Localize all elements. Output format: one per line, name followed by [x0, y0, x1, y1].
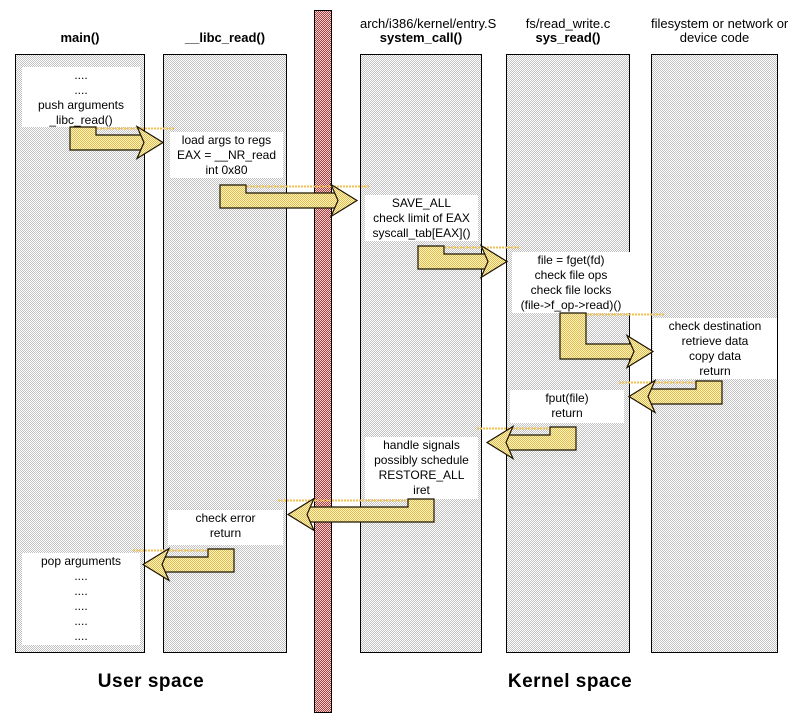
step-line: iret [413, 483, 430, 497]
lane-title: sys_read() [535, 30, 601, 45]
step-box-sys-read-return: fput(file) return [510, 390, 624, 423]
lane-header-libc-read: __libc_read() [163, 31, 287, 45]
step-line: return [209, 526, 242, 540]
lane-header-system-call: arch/i386/kernel/entry.S system_call() [360, 16, 497, 45]
step-line: possibly schedule [374, 453, 469, 467]
user-space-label: User space [97, 671, 205, 692]
step-line: push arguments [37, 98, 125, 112]
step-box-system-call-return: handle signals possibly schedule RESTORE… [365, 437, 478, 499]
step-line: retrieve data [681, 334, 749, 348]
lane-system-call [360, 54, 482, 653]
lane-subtitle: fs/read_write.c [525, 16, 611, 31]
step-line: check destination [668, 319, 762, 333]
step-line: .... [74, 569, 88, 583]
lane-title: system_call() [379, 30, 463, 45]
step-line: check file ops [534, 268, 608, 282]
step-line: check file locks [530, 283, 612, 297]
lane-sys-read [506, 54, 630, 653]
step-line: _libc_read() [49, 113, 113, 127]
step-line: syscall_tab[EAX]() [372, 226, 471, 240]
step-box-system-call-entry: SAVE_ALL check limit of EAX syscall_tab[… [365, 195, 478, 241]
lane-subtitle: filesystem or network or [651, 16, 789, 31]
step-line: RESTORE_ALL [378, 468, 465, 482]
step-line: return [551, 406, 583, 420]
step-line: .... [74, 629, 88, 643]
step-box-libc-return: check error return [168, 510, 283, 545]
step-line: load args to regs [181, 133, 272, 147]
step-box-sys-read-entry: file = fget(fd) check file ops check fil… [512, 252, 630, 313]
step-line: pop arguments [40, 554, 122, 568]
step-line: .... [74, 599, 88, 613]
step-line: check error [195, 511, 256, 525]
step-box-main-return: pop arguments .... .... .... .... .... [22, 553, 140, 645]
lane-title: device code [679, 30, 750, 45]
lane-title: main() [60, 30, 100, 45]
step-line: .... [74, 614, 88, 628]
user-kernel-boundary-bar [314, 10, 332, 713]
lane-title: __libc_read() [184, 30, 266, 45]
step-line: return [699, 364, 731, 378]
step-line: copy data [688, 349, 742, 363]
step-box-libc-entry: load args to regs EAX = __NR_read int 0x… [170, 132, 283, 178]
step-box-device-work: check destination retrieve data copy dat… [653, 318, 777, 379]
step-line: SAVE_ALL [391, 196, 452, 210]
step-line: file = fget(fd) [537, 253, 605, 267]
lane-header-device-code: filesystem or network or device code [651, 16, 789, 45]
lane-header-main: main() [15, 31, 145, 45]
step-line: EAX = __NR_read [176, 148, 277, 162]
step-line: (file->f_op->read)() [520, 298, 622, 312]
step-line: .... [74, 68, 88, 82]
step-line: .... [74, 584, 88, 598]
step-line: handle signals [383, 438, 460, 452]
step-line: int 0x80 [205, 163, 248, 177]
lane-header-sys-read: fs/read_write.c sys_read() [506, 17, 630, 45]
step-line: fput(file) [545, 391, 589, 405]
step-line: .... [74, 83, 88, 97]
kernel-space-label: Kernel space [507, 671, 633, 692]
lane-subtitle: arch/i386/kernel/entry.S [360, 16, 497, 31]
step-line: check limit of EAX [373, 211, 470, 225]
step-box-main-call: .... .... push arguments _libc_read() [22, 67, 140, 127]
